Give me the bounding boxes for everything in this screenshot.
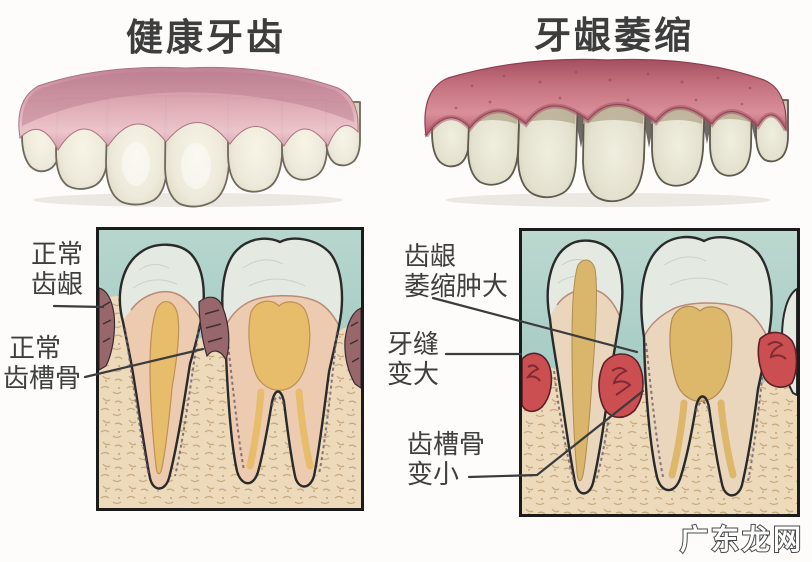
label-alveolar-bone-shrunk: 齿槽骨 变小: [407, 429, 485, 490]
tooth-highlight: [122, 142, 150, 186]
label-line: 齿槽骨: [407, 429, 486, 459]
gum-recession-title: 牙龈萎缩: [534, 15, 694, 56]
cross-section-recession: [519, 228, 800, 517]
label-tooth-gap-enlarged: 牙缝 变大: [387, 329, 439, 390]
label-line: 齿龈: [404, 241, 457, 271]
gum-rolled-margin: [423, 102, 789, 138]
gum-top-shading: [22, 71, 354, 126]
label-line: 萎缩肿大: [404, 271, 509, 302]
watermark: 广东龙网: [679, 523, 804, 556]
label-line: 正常: [31, 239, 84, 269]
tooth-right-cross-section: [221, 237, 344, 488]
label-line: 正常: [9, 333, 62, 363]
healthy-teeth-illustration: [18, 66, 361, 208]
gum-inflammation-texture: [525, 341, 787, 396]
label-line: 变小: [407, 459, 460, 490]
tooth-highlight: [181, 143, 211, 189]
healthy-gum-papilla: [98, 287, 362, 390]
cross-section-recession-drawing: [521, 231, 798, 514]
cross-section-healthy: [96, 227, 364, 511]
label-normal-alveolar-bone: 正常 齿槽骨: [3, 333, 81, 394]
gum-stipple-texture: [454, 70, 752, 110]
label-line: 齿龈: [31, 269, 84, 300]
receding-gums-illustration: [423, 58, 789, 207]
cross-section-healthy-drawing: [98, 230, 362, 508]
label-line: 牙缝: [387, 329, 440, 359]
tooth-right-cross-section: [640, 235, 773, 497]
label-gum-recession-swelling: 齿龈 萎缩肿大: [404, 241, 508, 302]
periodontal-ligament: [124, 325, 200, 477]
periodontal-ligament: [226, 331, 338, 475]
label-normal-gum: 正常 齿龈: [31, 239, 83, 300]
label-line: 变大: [387, 359, 440, 390]
healthy-teeth-title: 健康牙齿: [126, 17, 286, 58]
periodontal-ligament: [645, 340, 767, 482]
healthy-gum: [18, 66, 359, 152]
label-line: 齿槽骨: [3, 363, 82, 394]
